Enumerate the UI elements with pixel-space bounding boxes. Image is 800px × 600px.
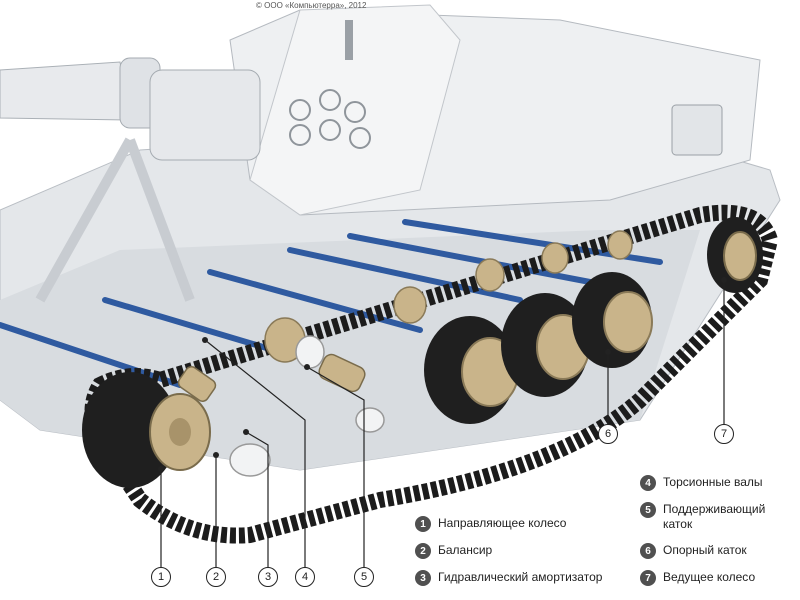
torsion-bar <box>0 322 183 388</box>
legend-item: 6 Опорный каток <box>640 543 747 559</box>
legend-badge: 5 <box>640 502 656 518</box>
callout-1: 1 <box>151 567 171 587</box>
legend-label: Ведущее колесо <box>663 570 756 584</box>
track <box>84 204 779 544</box>
callout-7: 7 <box>714 424 734 444</box>
legend-item: 2 Балансир <box>415 543 492 559</box>
legend-item: 4 Торсионные валы <box>640 475 763 491</box>
legend-item: 1 Направляющее колесо <box>415 516 566 532</box>
torsion-bar <box>207 269 423 333</box>
callout-2: 2 <box>206 567 226 587</box>
leader-line <box>204 339 306 567</box>
legend-item: 7 Ведущее колесо <box>640 570 755 586</box>
idler-wheel <box>82 372 211 488</box>
legend-label: Торсионные валы <box>663 475 763 489</box>
drive-sprocket <box>707 217 763 293</box>
legend-label: Балансир <box>438 543 493 557</box>
callout-6: 6 <box>598 424 618 444</box>
copyright-notice: © ООО «Компьютерра», 2012 <box>256 1 367 10</box>
road-wheels <box>177 230 653 477</box>
callout-5: 5 <box>354 567 374 587</box>
callout-4: 4 <box>295 567 315 587</box>
road-wheel <box>572 272 653 368</box>
callout-leaders <box>160 280 725 567</box>
legend-item: 5 Поддерживающий каток <box>640 502 765 532</box>
legend-item: 3 Гидравлический амортизатор <box>415 570 602 586</box>
legend-badge: 3 <box>415 570 431 586</box>
legend-badge: 4 <box>640 475 656 491</box>
leader-line <box>245 431 269 567</box>
callout-3: 3 <box>258 567 278 587</box>
legend-badge: 2 <box>415 543 431 559</box>
gun-barrel <box>0 61 131 121</box>
leader-line <box>306 366 365 567</box>
legend-badge: 1 <box>415 516 431 532</box>
legend-label: Опорный каток <box>663 543 747 557</box>
legend-label: Гидравлический амортизатор <box>438 570 603 584</box>
shock-absorber <box>177 353 366 402</box>
legend-label: Поддерживающий каток <box>663 502 766 531</box>
legend-badge: 6 <box>640 543 656 559</box>
legend-badge: 7 <box>640 570 656 586</box>
torsion-bar <box>287 247 523 303</box>
legend-label: Направляющее колесо <box>438 516 567 530</box>
torsion-bar <box>347 233 593 285</box>
